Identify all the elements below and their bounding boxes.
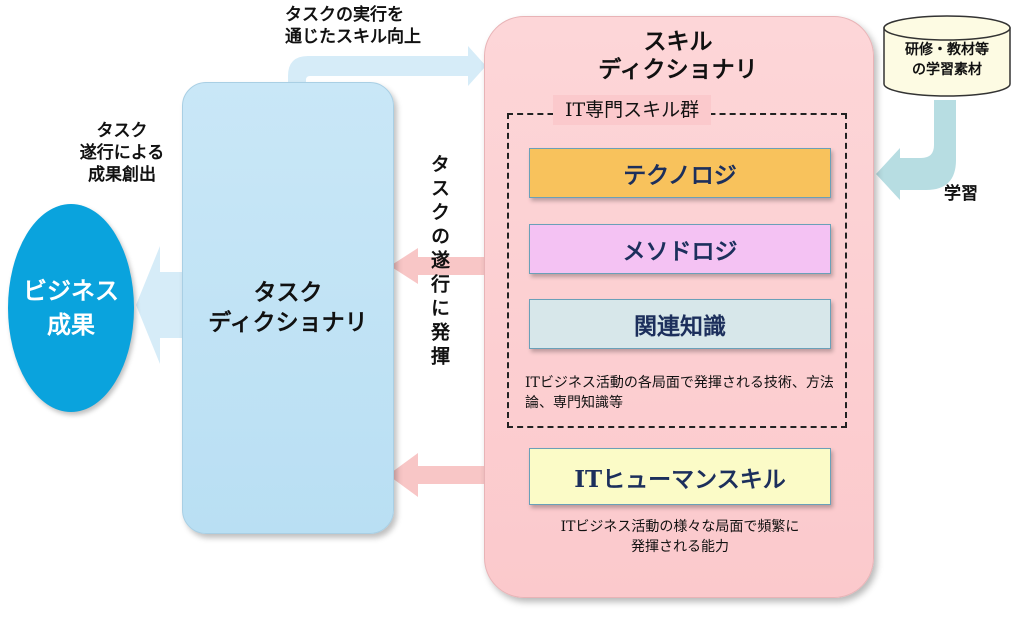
demonstration-arrow: [390, 248, 506, 284]
human-skill-note: ITビジネス活動の様々な局面で頻繁に 発揮される能力: [560, 519, 800, 555]
related-knowledge-skill-box: 関連知識: [529, 299, 831, 349]
demonstration-label: タスクの遂行に発揮: [428, 154, 450, 370]
it-human-skill-box: ITヒューマンスキル: [529, 448, 831, 505]
business-result-line2: 成果: [47, 311, 95, 339]
skill-improvement-arrow: [288, 46, 486, 100]
result-creation-label: タスク 遂行による 成果創出: [79, 121, 165, 185]
technology-skill-box: テクノロジ: [529, 148, 831, 198]
it-expertise-group-label: IT専門スキル群: [553, 95, 712, 125]
materials-cylinder-shape: [883, 15, 1011, 97]
learning-arrow: [876, 100, 956, 200]
learning-materials-label: 研修・教材等 の学習素材: [905, 42, 989, 78]
task-dictionary-title: タスク ディクショナリ: [208, 280, 368, 336]
learning-label: 学習: [944, 184, 978, 204]
task-dictionary-box: タスク ディクショナリ: [182, 82, 394, 534]
business-result-ellipse: ビジネス 成果: [8, 204, 134, 412]
skill-improvement-label: タスクの実行を 通じたスキル向上: [285, 5, 421, 47]
business-result-line1: ビジネス: [23, 277, 119, 305]
skill-dictionary-title: スキル ディクショナリ: [598, 29, 758, 83]
result-arrow: [136, 246, 182, 364]
expertise-group-note: ITビジネス活動の各局面で発揮される技術、方法論、専門知識等: [525, 375, 834, 411]
methodology-skill-box: メソドロジ: [529, 224, 831, 274]
human-skill-arrow: [388, 453, 528, 497]
